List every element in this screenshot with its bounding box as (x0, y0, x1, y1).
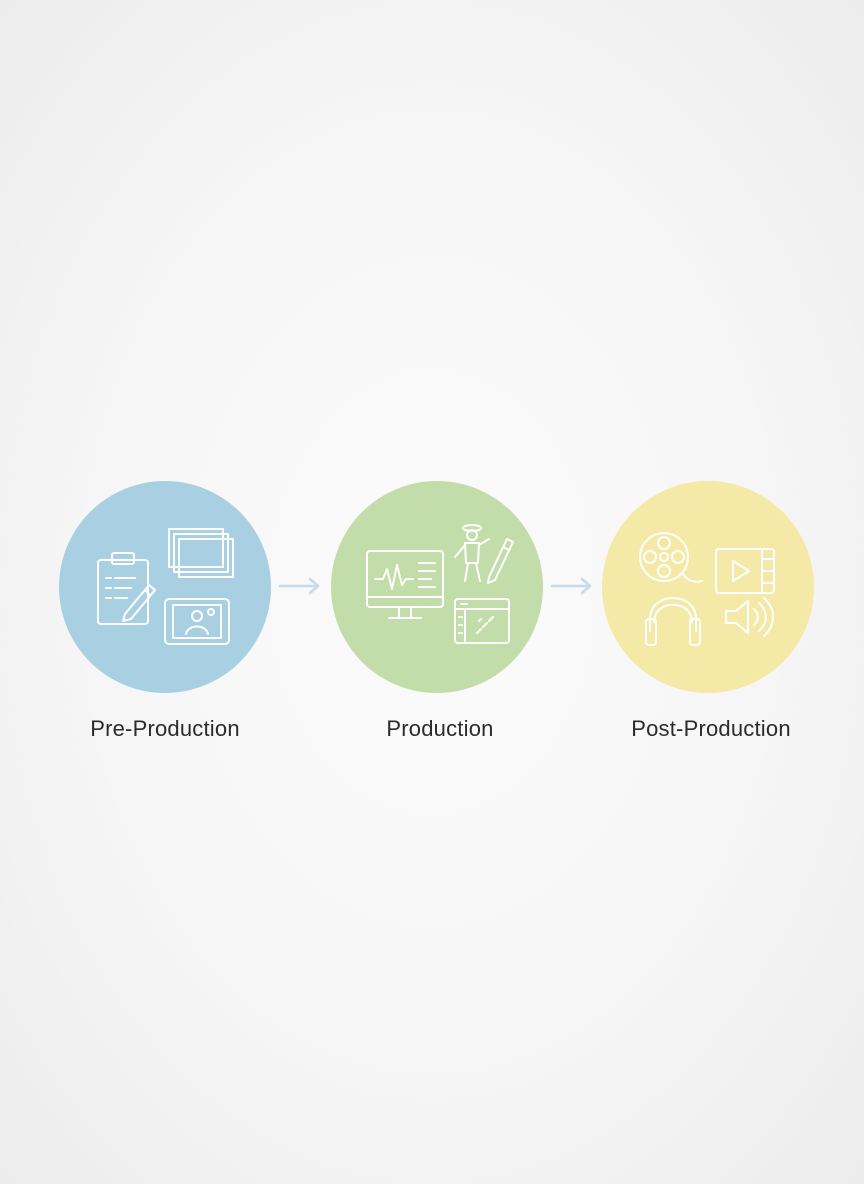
storyboard-frames-icon (168, 528, 234, 578)
film-reel-icon (639, 532, 703, 583)
tablet-portrait-icon (164, 598, 230, 645)
editing-window-icon (454, 598, 510, 644)
speaker-icon (725, 597, 774, 637)
stage-label-production: Production (386, 716, 494, 741)
arrow-right-icon (278, 577, 320, 595)
clipboard-icon (97, 552, 156, 625)
pencil-icon (487, 538, 514, 584)
arrow-right-icon (550, 577, 592, 595)
stage-label-pre-production: Pre-Production (90, 716, 240, 741)
stage-circle-production (331, 481, 543, 693)
video-play-icon (715, 548, 775, 594)
stage-label-post-production: Post-Production (631, 716, 791, 741)
director-figure-icon (454, 524, 490, 582)
headphones-icon (645, 597, 701, 646)
monitor-waveform-icon (366, 550, 444, 619)
stage-circle-pre-production (59, 481, 271, 693)
stage-circle-post-production (602, 481, 814, 693)
